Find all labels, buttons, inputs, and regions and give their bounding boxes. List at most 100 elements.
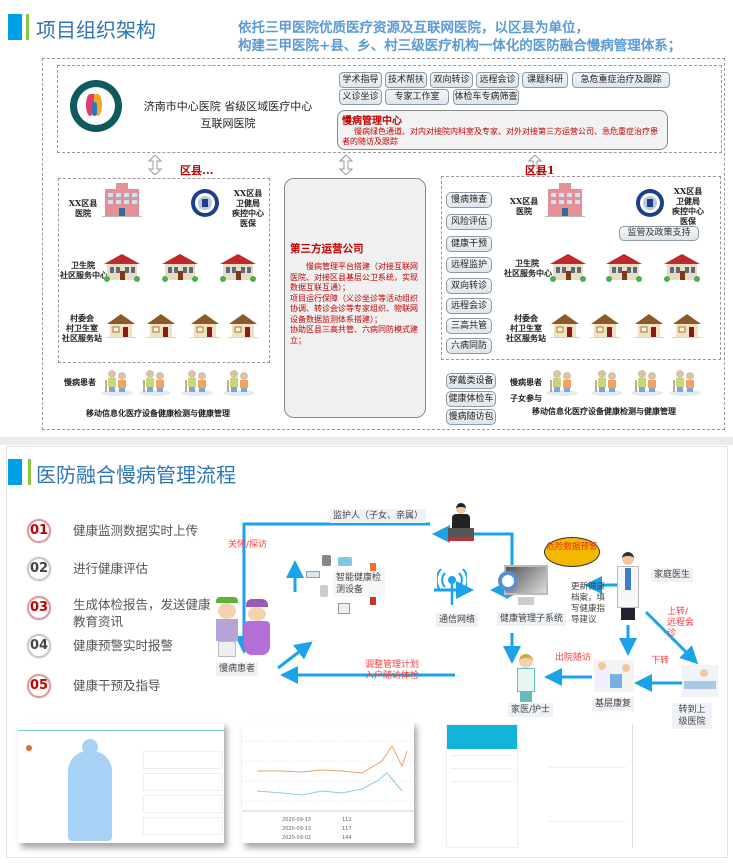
rehab-label: 基层康复 bbox=[592, 697, 635, 711]
hospital-name: 济南市中心医院 省级区域医疗中心 互联网医院 bbox=[133, 98, 323, 132]
step-text: 生成体检报告，发送健康教育资讯 bbox=[73, 597, 211, 629]
step-text: 进行健康评估 bbox=[73, 561, 149, 576]
elderly-couple-icon bbox=[212, 597, 274, 659]
discharge-followup-label: 出院随访 bbox=[555, 653, 592, 663]
wireless-network-icon bbox=[437, 568, 467, 605]
section-accent-bar bbox=[8, 459, 22, 485]
elderly-patients-icon bbox=[180, 368, 214, 396]
org-outer-frame bbox=[42, 58, 725, 430]
county-right-label: 区县1 bbox=[525, 164, 555, 177]
chart-row-date: 2020-09-13 bbox=[282, 826, 312, 832]
step-number: 04 bbox=[27, 634, 51, 658]
left-footer-text: 移动信息化医疗设备健康检测与健康管理 bbox=[86, 408, 230, 418]
hospital-name-line2: 互联网医院 bbox=[200, 117, 256, 130]
service-tag: 技术帮扶 bbox=[385, 72, 427, 88]
system-label: 健康管理子系统 bbox=[497, 612, 567, 626]
function-pill: 远程监护 bbox=[446, 257, 492, 273]
health-bureau-seal-icon bbox=[190, 188, 220, 218]
elderly-patients-icon bbox=[100, 368, 134, 396]
subtitle-line1: 依托三甲医院优质医疗资源及互联网医院，以区县为单位， bbox=[238, 20, 589, 36]
elderly-patients-icon bbox=[138, 368, 172, 396]
section-accent-bar bbox=[8, 14, 22, 40]
function-pill: 远程会诊 bbox=[446, 298, 492, 314]
support-pill: 监管及政策支持 bbox=[619, 226, 699, 241]
clinic-building-icon bbox=[662, 252, 702, 282]
step-number: 03 bbox=[27, 596, 51, 620]
health-profile-screenshot bbox=[18, 721, 224, 843]
function-pill: 慢病筛查 bbox=[446, 192, 492, 208]
section-accent-line bbox=[28, 459, 31, 485]
village-house-icon bbox=[634, 312, 664, 338]
third-party-p2: 项目运行保障（义诊坐诊等活动组织协调、转诊会诊等专家组织、物联网设备数据监测体系… bbox=[290, 293, 418, 324]
elderly-patients-icon bbox=[545, 368, 579, 396]
rehab-scene-icon bbox=[594, 660, 634, 692]
mobile-app-screenshot bbox=[446, 724, 518, 848]
arrow-doctor-to-hospital bbox=[644, 610, 699, 665]
chronic-center-box: 慢病管理中心 慢病绿色通道、对内对接院内科室及专家、对外对接第三方运营公司、急危… bbox=[337, 110, 668, 150]
trend-chart-screenshot: 2020-09-13 112 2020-09-13 117 2020-09-02… bbox=[242, 721, 414, 843]
clinic-building-icon bbox=[160, 252, 200, 282]
function-pill: 双向转诊 bbox=[446, 278, 492, 294]
network-label: 通信网络 bbox=[436, 613, 479, 627]
village-house-icon bbox=[106, 312, 136, 338]
elderly-patients-icon bbox=[222, 368, 256, 396]
service-tag: 双向转诊 bbox=[430, 72, 473, 88]
chronic-center-title: 慢病管理中心 bbox=[342, 116, 402, 127]
clinic-building-icon bbox=[218, 252, 258, 282]
elderly-patients-icon bbox=[590, 368, 624, 396]
county-left-label: 区县... bbox=[180, 164, 214, 177]
clinic-label: 卫生院 社区服务中心 bbox=[504, 258, 552, 278]
arrow-guardian-to-patient bbox=[235, 522, 430, 654]
upper-hospital-label: 转到上级医院 bbox=[672, 703, 712, 729]
danger-alert-bubble: 危险数据预警 bbox=[544, 537, 600, 567]
chart-row-date: 2020-09-02 bbox=[282, 835, 312, 841]
devices-label: 智能健康检测设备 bbox=[333, 571, 385, 597]
family-label: 子女参与 bbox=[510, 393, 542, 403]
hospital-building-icon bbox=[545, 183, 585, 217]
clinic-label: 卫生院 社区服务中心 bbox=[60, 260, 108, 280]
service-tag: 远程会诊 bbox=[476, 72, 519, 88]
tool-pill: 穿戴类设备 bbox=[446, 373, 496, 389]
down-referral-label: 下转 bbox=[651, 656, 670, 666]
service-tag: 课题科研 bbox=[522, 72, 568, 88]
update-records-text: 更新健康档案，填写健康指导建议 bbox=[571, 582, 606, 625]
patients-label: 慢病患者 bbox=[510, 377, 542, 387]
step-number: 01 bbox=[27, 519, 51, 543]
upward-referral-label: 上转/远程会诊 bbox=[667, 607, 695, 639]
service-tag: 体检车专病筛查 bbox=[453, 89, 519, 105]
service-tag: 学术指导 bbox=[339, 72, 382, 88]
village-house-icon bbox=[146, 312, 176, 338]
third-party-box: 第三方运营公司 慢病管理平台搭建（对接互联网医院、对接区县基层公卫系统，实现数据… bbox=[284, 178, 426, 418]
adjust-plan-label: 调整管理计划 入户随访体检 bbox=[365, 660, 420, 681]
county-hospital-label: XX区县 医院 bbox=[68, 198, 98, 218]
section-separator bbox=[0, 437, 733, 445]
guardian-label: 监护人（子女、亲属） bbox=[330, 509, 427, 523]
monitor-icon bbox=[498, 565, 550, 609]
double-arrow-icon bbox=[148, 155, 162, 175]
patient-label: 慢病患者 bbox=[216, 662, 259, 676]
step-number: 05 bbox=[27, 674, 51, 698]
arrow-patient-to-devices bbox=[277, 641, 313, 670]
subtitle-line2: 构建三甲医院+县、乡、村三级医疗机构一体化的医防融合慢病管理体系； bbox=[238, 38, 682, 54]
right-footer-text: 移动信息化医疗设备健康检测与健康管理 bbox=[532, 406, 676, 416]
function-pill: 健康干预 bbox=[446, 236, 492, 252]
village-house-icon bbox=[228, 312, 258, 338]
function-pill: 三高共管 bbox=[446, 318, 492, 334]
village-label: 村委会 村卫生室 社区服务站 bbox=[506, 313, 546, 343]
patients-label: 慢病患者 bbox=[64, 377, 96, 387]
third-party-title: 第三方运营公司 bbox=[290, 243, 364, 255]
hospital-name-line1: 济南市中心医院 省级区域医疗中心 bbox=[143, 100, 313, 113]
section-title-process: 医防融合慢病管理流程 bbox=[36, 463, 236, 487]
county-hospital-label: XX区县 医院 bbox=[509, 196, 539, 216]
village-house-icon bbox=[590, 312, 620, 338]
body-silhouette bbox=[68, 751, 112, 841]
nurse-icon bbox=[515, 654, 537, 702]
hospital-bed-icon bbox=[682, 665, 718, 697]
chart-row-date: 2020-09-13 bbox=[282, 817, 312, 823]
notification-list-screenshot bbox=[543, 724, 633, 848]
village-label: 村委会 村卫生室 社区服务站 bbox=[62, 313, 102, 343]
trend-chart bbox=[242, 740, 414, 812]
step-text: 健康预警实时报警 bbox=[73, 638, 174, 653]
health-bureau-seal-icon bbox=[635, 188, 665, 218]
family-doctor-icon bbox=[615, 552, 641, 622]
